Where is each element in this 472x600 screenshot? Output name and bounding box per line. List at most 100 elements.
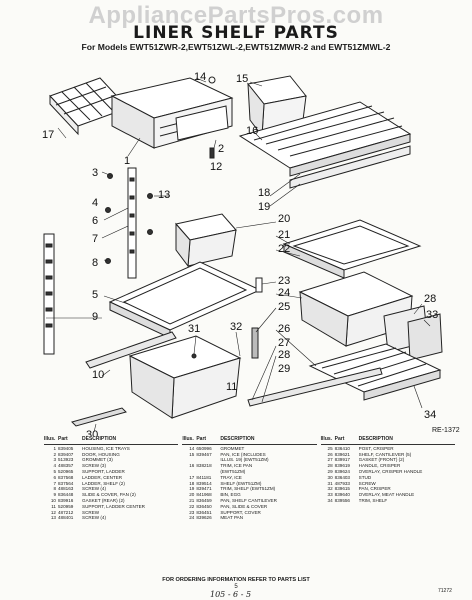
callout-29: 29 xyxy=(278,363,290,375)
part-number: 487933 xyxy=(334,480,350,486)
part-number: 839621 xyxy=(334,451,350,457)
part-description: SCREW (3) xyxy=(82,463,106,469)
part-description: BIN, EGG xyxy=(220,492,241,498)
illus-number: 10 xyxy=(50,497,56,503)
part-description: SCREW (4) xyxy=(82,515,106,521)
illus-number: 5 xyxy=(53,468,56,474)
ref-code: RE-1372 xyxy=(432,427,460,434)
part-number: 836459 xyxy=(196,497,212,503)
part-description: SHELF, CANTILEVER (5) xyxy=(358,451,412,457)
exploded-parts-diagram: 17 1 14 2 12 15 16 18 19 3 4 6 7 13 8 5 … xyxy=(42,71,460,436)
part-number: 488163 xyxy=(58,486,74,492)
callout-11: 11 xyxy=(226,381,237,393)
part-description: PAN, SHELF CANTILEVER xyxy=(220,497,277,503)
part-description: OVERLAY, MEAT HANDLE xyxy=(358,492,415,498)
part-description: GROMMET (3) xyxy=(82,457,113,463)
illus-number: 15 xyxy=(189,451,195,457)
callout-8: 8 xyxy=(92,257,98,269)
part-number: 838218 xyxy=(196,463,212,469)
part-number: 839916 xyxy=(58,497,74,503)
callout-21: 21 xyxy=(278,229,290,241)
callout-12: 12 xyxy=(210,161,222,173)
illus-number: 3 xyxy=(53,457,56,463)
illus-number: 22 xyxy=(189,503,195,509)
part-number: 520959 xyxy=(58,503,74,509)
part-description: SCREW xyxy=(358,480,376,486)
illus-number: 6 xyxy=(53,474,56,480)
part-number: 837564 xyxy=(58,480,74,486)
part-description: SUPPORT, LADDER xyxy=(82,468,125,474)
part-number: 836403 xyxy=(334,474,350,480)
rear-gasket xyxy=(85,331,177,369)
part-number: 650996 xyxy=(196,445,212,451)
callout-31: 31 xyxy=(188,323,200,335)
part-description: OVERLAY, CRISPER HANDLE xyxy=(358,468,423,474)
illus-number: 30 xyxy=(327,474,333,480)
part-number: 520965 xyxy=(58,468,74,474)
part-number: 836448 xyxy=(58,492,74,498)
callout-26: 26 xyxy=(278,323,290,335)
illus-number: 20 xyxy=(189,492,195,498)
screw xyxy=(209,147,215,159)
illus-number: 1 xyxy=(53,445,56,451)
grommet xyxy=(208,76,216,84)
illus-number: 23 xyxy=(189,509,195,515)
part-number: 488401 xyxy=(58,515,74,521)
illus-number: 29 xyxy=(327,468,333,474)
illus-number: 18 xyxy=(189,480,195,486)
part-description: PAN, ICE (INCLUDES xyxy=(220,451,266,457)
callout-27: 27 xyxy=(278,337,290,349)
illus-number: 19 xyxy=(189,486,195,492)
callout-2: 2 xyxy=(218,143,224,155)
part-description: POST, CRISPER xyxy=(358,445,394,451)
corner-code: 71272 xyxy=(438,588,452,594)
crisper-pan xyxy=(128,335,242,419)
part-number: 839619 xyxy=(334,463,350,469)
part-number: 839471 xyxy=(196,486,212,492)
part-description: SUPPORT, LADDER CENTER xyxy=(82,503,145,509)
page-title: LINER SHELF PARTS xyxy=(133,23,339,43)
callout-7: 7 xyxy=(92,233,98,245)
illus-number: 21 xyxy=(189,497,195,503)
table-row: ILLUS. 19) (EWT51ZM) xyxy=(182,457,316,463)
crisper-post xyxy=(251,277,263,359)
callout-5: 5 xyxy=(92,289,98,301)
callout-1: 1 xyxy=(124,155,130,167)
illus-number: 11 xyxy=(51,503,56,509)
part-number: 839626 xyxy=(196,515,212,521)
part-description: (EWT51ZM) xyxy=(220,468,246,474)
ordering-footnote: FOR ORDERING INFORMATION REFER TO PARTS … xyxy=(162,577,310,583)
part-number: 836410 xyxy=(334,445,350,451)
illus-number: 27 xyxy=(327,457,333,463)
illus-number: 24 xyxy=(189,515,195,521)
part-description: HOUSING, ICE TRAYS xyxy=(82,445,130,451)
callout-34: 34 xyxy=(424,409,436,421)
part-description: TRIM, SHELF xyxy=(358,497,388,503)
meat-pan xyxy=(298,271,414,347)
callout-numbers: 17 1 14 2 12 15 16 18 19 3 4 6 7 13 8 5 … xyxy=(42,71,460,436)
part-number: 841181 xyxy=(196,474,212,480)
part-description: SHELF (EWT51ZM) xyxy=(220,480,262,486)
illus-number: 31 xyxy=(327,480,333,486)
callout-3: 3 xyxy=(92,167,98,179)
callout-4: 4 xyxy=(92,197,98,209)
